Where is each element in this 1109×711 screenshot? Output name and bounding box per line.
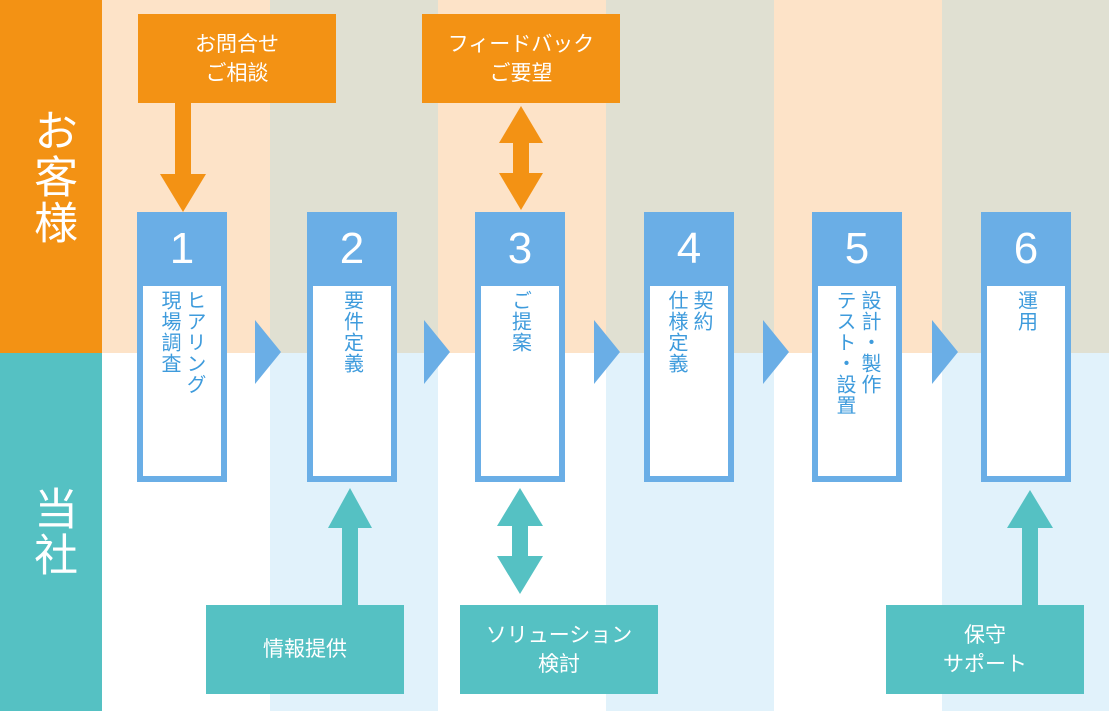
solution-double-arrow <box>497 488 543 594</box>
step-number: 6 <box>1013 224 1039 273</box>
step-body: ご提案 <box>481 286 559 476</box>
step-body: 設計・製作 テスト・設置 <box>818 286 896 476</box>
step-card-6: 6 運用 <box>981 212 1071 482</box>
company-role-text: 当社 <box>26 486 78 578</box>
step-number: 2 <box>339 224 365 273</box>
step-number: 5 <box>844 224 870 273</box>
step-label: 運用 <box>1014 290 1039 332</box>
step-number: 3 <box>507 224 533 273</box>
step-label: ヒアリング 現場調査 <box>158 290 207 395</box>
step-body: ヒアリング 現場調査 <box>143 286 221 476</box>
step-connector-4-5 <box>763 320 789 384</box>
step-label: 契約 仕様定義 <box>665 290 714 374</box>
info-up-arrow <box>328 488 372 606</box>
customer-role-text: お客様 <box>26 107 78 246</box>
info-provision-box: 情報提供 <box>206 605 404 694</box>
step-connector-2-3 <box>424 320 450 384</box>
step-body: 要件定義 <box>313 286 391 476</box>
step-card-1: 1 ヒアリング 現場調査 <box>137 212 227 482</box>
inquiry-box: お問合せ ご相談 <box>138 14 336 103</box>
step-number: 1 <box>169 224 195 273</box>
feedback-box: フィードバック ご要望 <box>422 14 620 103</box>
step-connector-1-2 <box>255 320 281 384</box>
step-label: 設計・製作 テスト・設置 <box>833 290 882 416</box>
step-card-5: 5 設計・製作 テスト・設置 <box>812 212 902 482</box>
step-label: ご提案 <box>508 290 533 353</box>
feedback-double-arrow <box>499 106 543 210</box>
step-body: 契約 仕様定義 <box>650 286 728 476</box>
support-up-arrow <box>1007 490 1053 606</box>
company-role-label: 当社 <box>0 353 102 711</box>
step-number: 4 <box>676 224 702 273</box>
step-card-4: 4 契約 仕様定義 <box>644 212 734 482</box>
solution-review-box: ソリューション 検討 <box>460 605 658 694</box>
step-label: 要件定義 <box>340 290 365 374</box>
customer-role-label: お客様 <box>0 0 102 353</box>
step-connector-5-6 <box>932 320 958 384</box>
step-card-2: 2 要件定義 <box>307 212 397 482</box>
step-card-3: 3 ご提案 <box>475 212 565 482</box>
inquiry-down-arrow <box>160 100 206 212</box>
maintenance-support-box: 保守 サポート <box>886 605 1084 694</box>
step-connector-3-4 <box>594 320 620 384</box>
step-body: 運用 <box>987 286 1065 476</box>
